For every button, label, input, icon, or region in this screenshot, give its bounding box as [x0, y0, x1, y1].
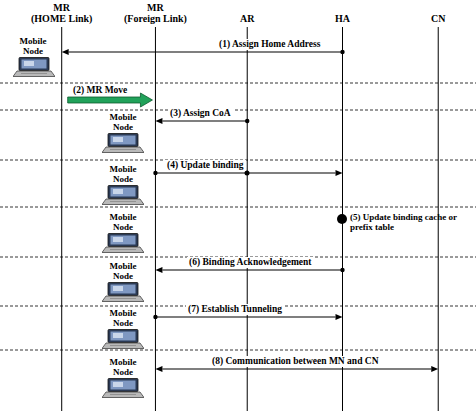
participant-name: AR — [240, 13, 254, 24]
message-line — [155, 172, 335, 173]
message-label: (3) Assign CoA — [168, 108, 233, 119]
message-line — [69, 51, 343, 52]
row-separator — [0, 83, 476, 350]
message-line — [162, 120, 247, 121]
participant-header: HA — [335, 13, 350, 24]
participant-header: CN — [431, 13, 445, 24]
participant-name: MR — [31, 2, 92, 13]
lifeline — [155, 27, 156, 411]
arrow-head — [336, 170, 343, 176]
participant-name: HA — [335, 13, 350, 24]
device-label: Mobile Node — [103, 308, 143, 328]
participant-header: AR — [240, 13, 254, 24]
laptop-icon — [102, 186, 144, 205]
participant-name: (HOME Link) — [31, 13, 92, 24]
device-label: Mobile Node — [103, 164, 143, 184]
message-line — [162, 368, 431, 369]
row-separator — [0, 110, 476, 111]
arrow-head — [336, 314, 343, 320]
device-label: Mobile Node — [13, 36, 53, 56]
device-label: Mobile Node — [103, 212, 143, 232]
message-label: (7) Establish Tunneling — [186, 304, 284, 315]
message-label: (6) Binding Acknowledgement — [187, 257, 313, 268]
lifeline — [61, 27, 62, 411]
message-label: (4) Update binding — [165, 160, 246, 171]
lifeline — [342, 27, 343, 411]
device-label: Mobile Node — [103, 112, 143, 132]
participant-header: MR(HOME Link) — [31, 2, 92, 24]
message-label: (1) Assign Home Address — [217, 39, 322, 50]
arrow-head — [155, 267, 162, 273]
participant-name: MR — [124, 2, 187, 13]
arrow-head — [62, 49, 69, 55]
row-separator — [0, 207, 476, 208]
device-label: Mobile Node — [103, 261, 143, 281]
message-label: (2) MR Move — [71, 85, 129, 96]
message-label: (8) Communication between MN and CN — [210, 356, 381, 367]
laptop-icon — [102, 379, 144, 398]
arrow-head — [155, 366, 162, 372]
step-note: (5) Update binding cache or prefix table — [350, 212, 470, 232]
laptop-icon — [102, 283, 144, 302]
row-separator — [0, 350, 476, 351]
device-label: Mobile Node — [103, 357, 143, 377]
row-separator — [0, 83, 476, 84]
arrow-head — [431, 366, 438, 372]
arrow-head — [155, 118, 162, 124]
laptop-icon — [102, 234, 144, 253]
message-line — [155, 316, 335, 317]
participant-name: CN — [431, 13, 445, 24]
lifeline — [247, 27, 248, 411]
participant-header: MR(Foreign Link) — [124, 2, 187, 24]
laptop-icon — [13, 58, 55, 77]
laptop-icon — [102, 330, 144, 349]
participant-name: (Foreign Link) — [124, 13, 187, 24]
laptop-icon — [102, 134, 144, 153]
message-line — [162, 269, 342, 270]
